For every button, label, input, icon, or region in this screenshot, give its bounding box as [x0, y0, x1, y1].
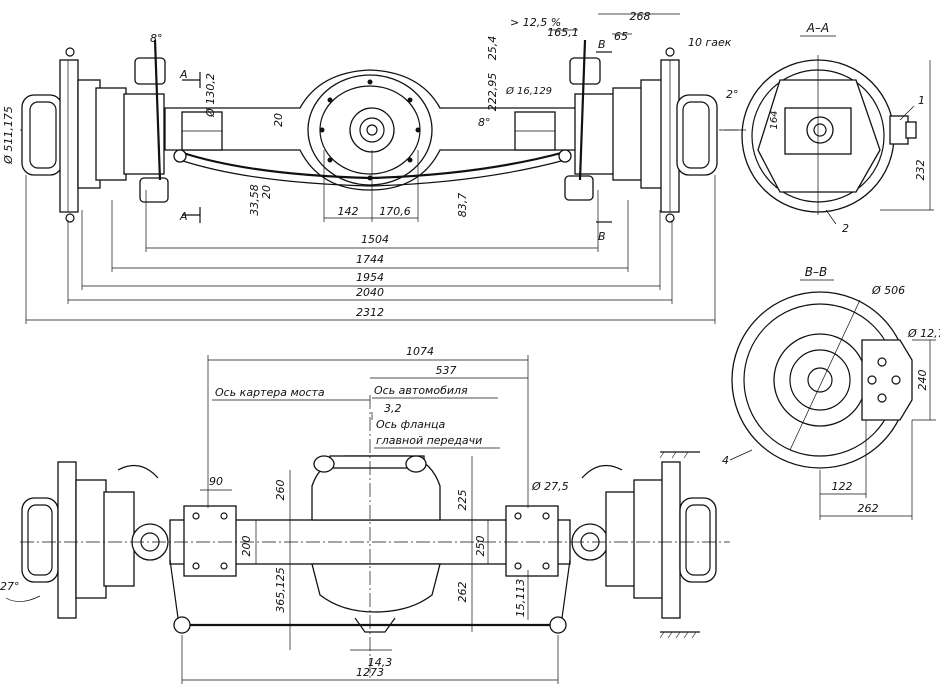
- front-right-wheel: [571, 461, 717, 619]
- dim-164: 164: [769, 110, 780, 129]
- dim-122: 122: [832, 480, 853, 493]
- callout-4: 4: [722, 454, 729, 467]
- dim-12-7: Ø 12,7: [907, 327, 940, 340]
- section-bb-title: В–В: [805, 265, 827, 279]
- dim-365-125: 365,125: [274, 567, 287, 613]
- section-bb: В–В Ø 506 Ø 12,7 240 122 262 4: [722, 265, 940, 520]
- dim-83-7: 83,7: [456, 193, 469, 218]
- section-mark-b-top: В: [598, 38, 606, 51]
- dim-232: 232: [914, 160, 927, 181]
- dim-20-upper: 20: [272, 113, 285, 127]
- dim-2040: 2040: [356, 286, 384, 299]
- angle-2: 2°: [726, 88, 739, 101]
- housing-axis-label: Ось картера моста: [215, 386, 325, 399]
- left-knuckle: [134, 39, 169, 203]
- dim-16-129: Ø 16,129: [505, 85, 552, 97]
- dim-14-3: 14,3: [368, 656, 393, 669]
- dim-262-bb: 262: [858, 502, 879, 515]
- dim-33-58: 33,58: [248, 184, 261, 216]
- section-aa: А–А 232 164 2° 1 2: [720, 21, 934, 235]
- angle-8-right: 8°: [478, 116, 491, 129]
- slope-label: > 12,5 %: [510, 16, 561, 29]
- section-mark-a-top: А: [179, 68, 188, 81]
- section-mark-b-bottom: В: [598, 230, 606, 243]
- dim-511-175: Ø 511,175: [2, 106, 15, 165]
- callout-1: 1: [918, 94, 925, 107]
- dim-165-1: 165,1: [547, 26, 579, 39]
- dim-90: 90: [209, 475, 223, 488]
- dim-27-5: Ø 27,5: [531, 480, 569, 493]
- dim-20-lower: 20: [260, 185, 273, 199]
- dim-250: 250: [474, 536, 487, 557]
- dim-262-front: 262: [456, 582, 469, 603]
- section-aa-title: А–А: [806, 21, 829, 35]
- dim-225: 225: [456, 490, 469, 511]
- dim-240: 240: [916, 370, 929, 391]
- dim-1273: 1273: [356, 666, 384, 679]
- tie-rod: [173, 149, 572, 187]
- differential-cover: [307, 74, 433, 186]
- dim-260: 260: [274, 480, 287, 501]
- dim-25-4: 25,4: [486, 36, 499, 61]
- front-view: Ось картера моста Ось автомобиля Ось фла…: [0, 345, 730, 684]
- dim-1504: 1504: [361, 233, 389, 246]
- dim-15-113: 15,113: [514, 579, 527, 618]
- dim-142: 142: [338, 205, 359, 218]
- callout-2: 2: [842, 222, 849, 235]
- vehicle-axis-label: Ось автомобиля: [374, 384, 468, 397]
- dim-268: 268: [630, 10, 651, 23]
- angle-8-left: 8°: [150, 32, 163, 45]
- flange-axis-label-2: главной передачи: [376, 434, 482, 447]
- front-left-wheel: [21, 461, 169, 619]
- front-tie-rod: [169, 559, 571, 634]
- left-wheel-hub: [21, 47, 165, 223]
- top-view: 1504 1744 1954 2040 2312 142 170,6 83,7 …: [2, 10, 745, 324]
- angle-27: 27°: [0, 580, 20, 593]
- dim-200: 200: [240, 536, 253, 557]
- dim-130-2: Ø 130,2: [204, 73, 217, 118]
- dim-3-2: 3,2: [384, 402, 402, 415]
- dim-170-6: 170,6: [379, 205, 411, 218]
- dim-2312: 2312: [356, 306, 384, 319]
- nuts-label: 10 гаек: [688, 36, 732, 49]
- dim-1954: 1954: [356, 271, 384, 284]
- flange-axis-label-1: Ось фланца: [376, 418, 446, 431]
- dim-537: 537: [436, 364, 457, 377]
- dim-1744: 1744: [356, 253, 384, 266]
- right-wheel-hub: [564, 39, 718, 223]
- front-differential: [311, 455, 441, 633]
- dim-506: Ø 506: [871, 284, 905, 297]
- section-mark-a-bottom: А: [179, 210, 188, 223]
- dim-222-95: 222,95: [486, 73, 499, 112]
- dim-1074: 1074: [406, 345, 434, 358]
- dim-65: 65: [614, 30, 628, 43]
